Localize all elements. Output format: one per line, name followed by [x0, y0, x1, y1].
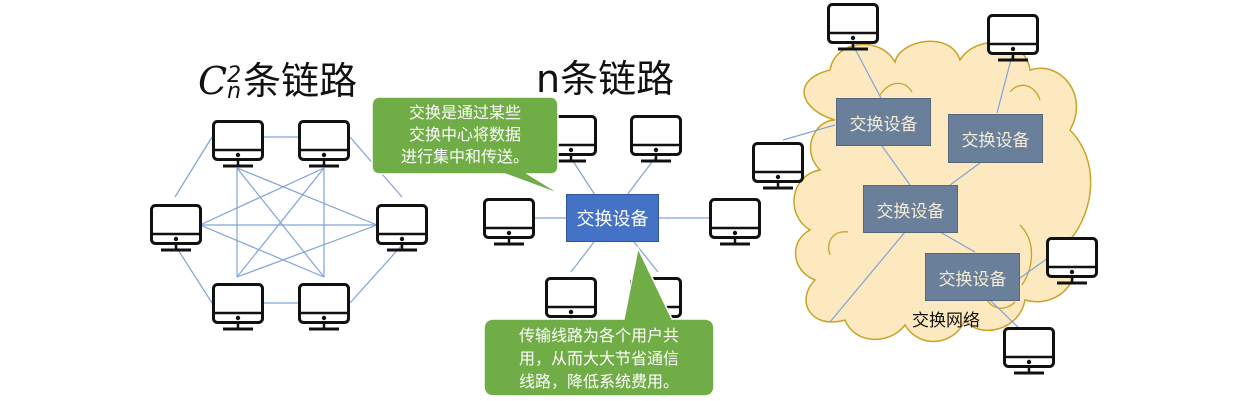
computer-icon	[827, 3, 879, 51]
network-switch-3: 交换设备	[863, 185, 958, 233]
computer-icon	[212, 283, 264, 331]
star-title: n条链路	[536, 57, 675, 101]
callout-top-line: 进行集中和传送。	[400, 147, 529, 166]
full-mesh-links	[174, 136, 403, 304]
computer-icon	[376, 204, 428, 252]
network-links	[782, 44, 1049, 335]
callout-bottom-line: 线路，降低系统费用。	[518, 372, 679, 391]
title-subscript: n	[227, 78, 242, 104]
switching-network-label: 交换网络	[912, 311, 980, 331]
computer-icon	[752, 142, 804, 190]
callout-bottom-line: 传输线路为各个用户共	[518, 326, 679, 345]
callout-top-shape	[371, 96, 563, 196]
callout-top-line: 交换是通过某些	[408, 103, 521, 122]
computer-icon	[709, 198, 761, 246]
computer-icon	[212, 120, 264, 168]
computer-icon	[545, 277, 597, 325]
computer-icon	[150, 204, 202, 252]
computer-icon	[1003, 327, 1055, 375]
network-switch-4: 交换设备	[925, 253, 1020, 301]
center-switch-device: 交换设备	[566, 194, 659, 242]
callout-top-text: 交换是通过某些 交换中心将数据 进行集中和传送。	[372, 102, 558, 168]
title-text: 条链路	[243, 59, 358, 103]
computer-icon	[987, 14, 1039, 62]
computer-icon	[1046, 237, 1098, 285]
callout-bottom-text: 传输线路为各个用户共 用，从而大大节省通信 线路，降低系统费用。	[484, 324, 714, 393]
computer-icon	[630, 115, 682, 163]
computer-icon	[298, 283, 350, 331]
callout-bottom-line: 用，从而大大节省通信	[518, 349, 679, 368]
title-superscript: 2	[227, 62, 242, 88]
network-switch-2: 交换设备	[948, 114, 1043, 163]
network-switch-1: 交换设备	[836, 98, 931, 146]
title-math-symbol: C	[198, 59, 228, 103]
callout-bottom-shape	[483, 245, 715, 397]
callout-top-line: 交换中心将数据	[408, 125, 521, 144]
computer-icon	[483, 198, 535, 246]
computer-icon	[298, 120, 350, 168]
